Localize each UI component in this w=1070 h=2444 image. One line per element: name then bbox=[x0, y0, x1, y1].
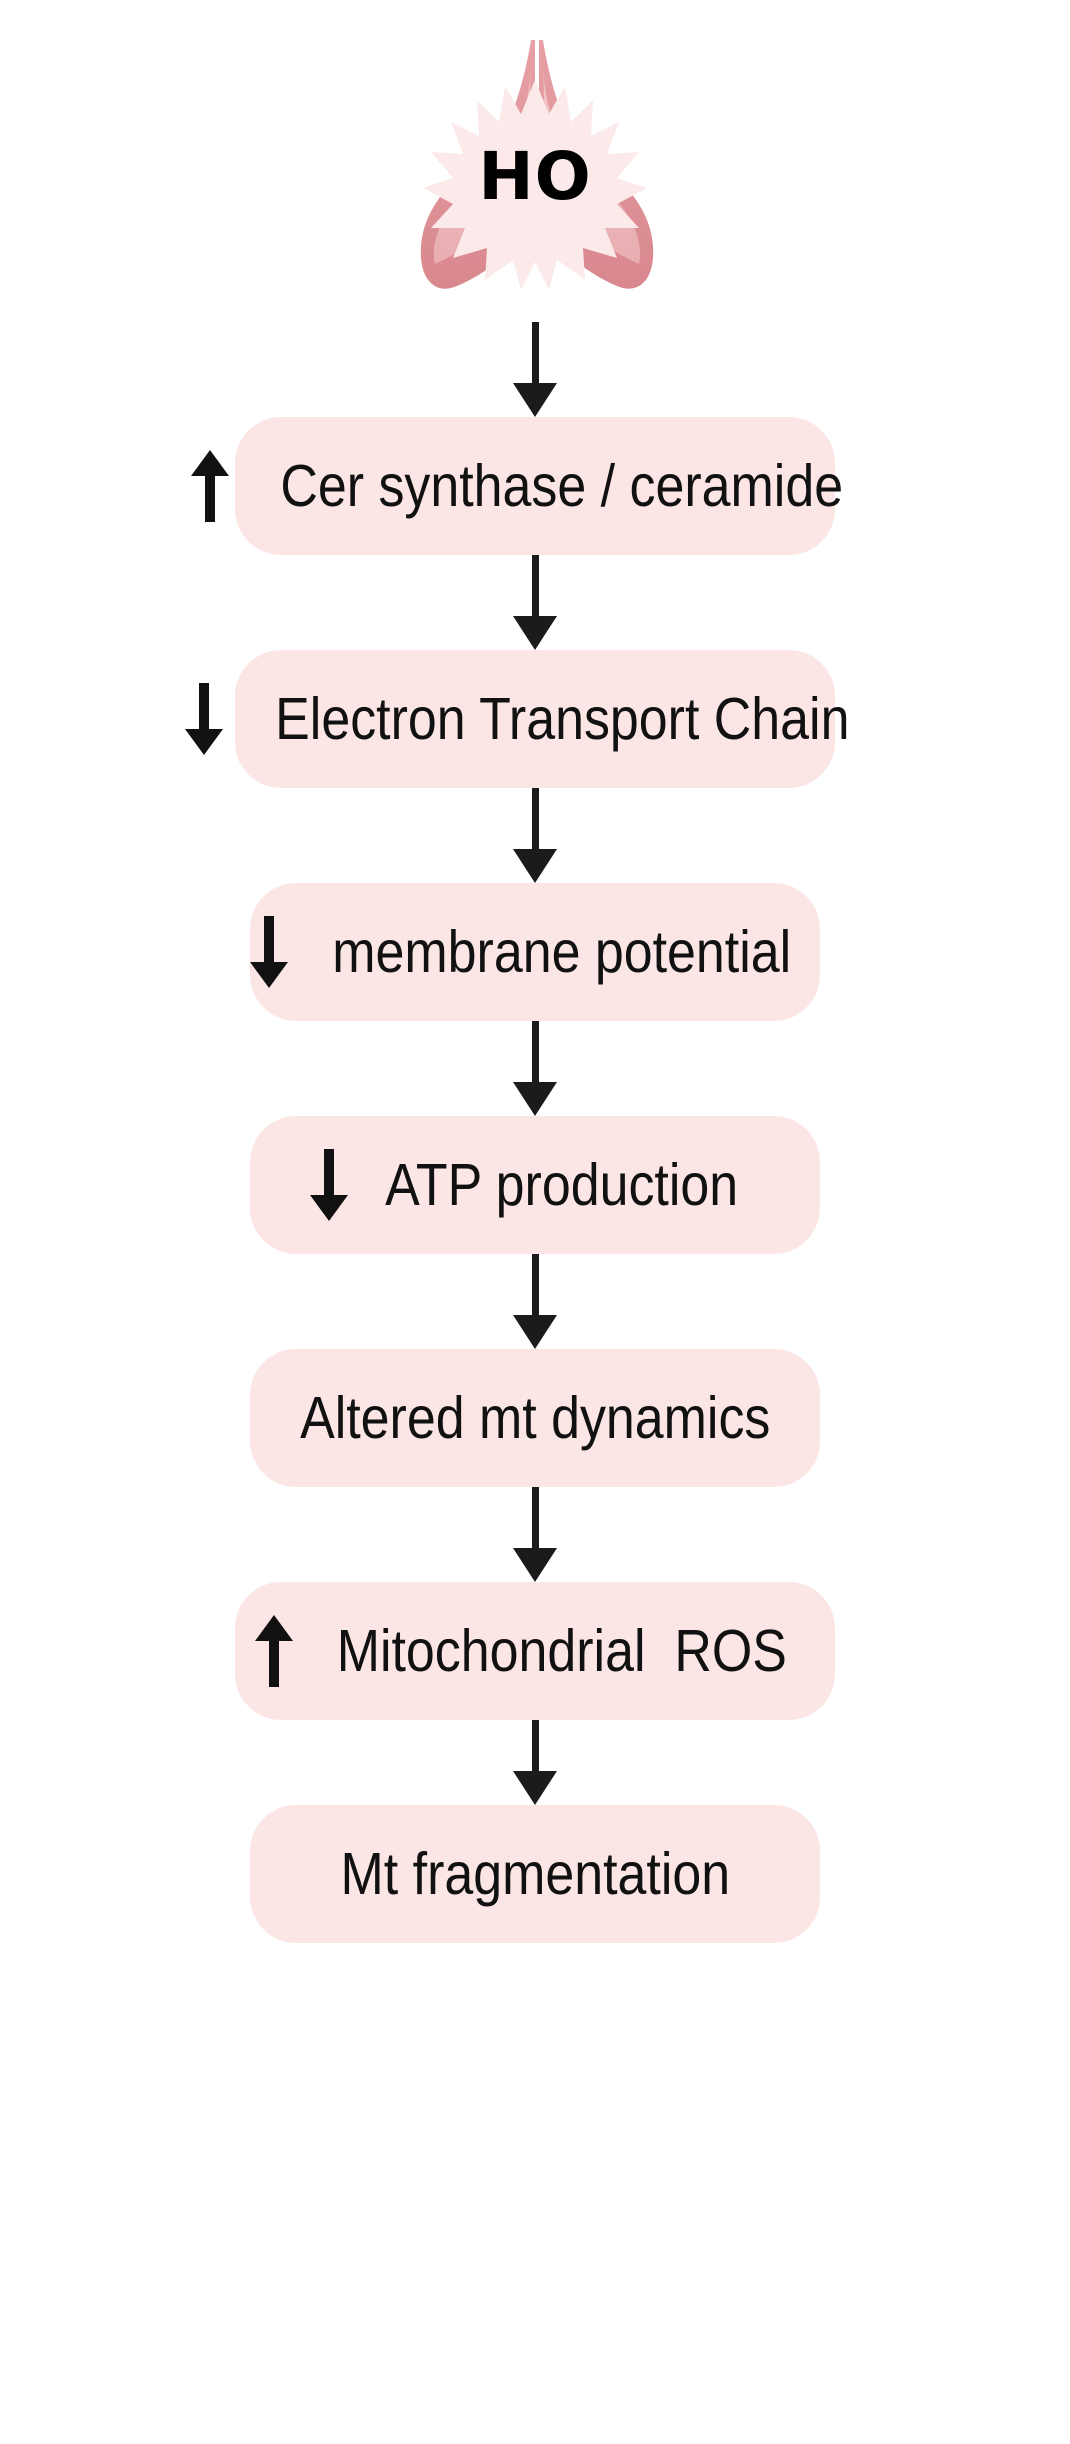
arrow-up-icon bbox=[252, 1615, 296, 1687]
node-label: Mt fragmentation bbox=[340, 1840, 730, 1907]
burst-label: HO bbox=[478, 138, 592, 215]
connector-arrow bbox=[505, 322, 565, 417]
node-label: membrane potential bbox=[332, 918, 792, 985]
node-mt-fragmentation[interactable]: Mt fragmentation bbox=[250, 1805, 820, 1943]
arrow-down-icon bbox=[247, 916, 291, 988]
connector-arrow bbox=[505, 788, 565, 883]
node-label: Electron Transport Chain bbox=[274, 685, 850, 752]
node-label: Altered mt dynamics bbox=[299, 1384, 771, 1451]
node-label: ATP production bbox=[385, 1151, 739, 1218]
connector-arrow bbox=[505, 1254, 565, 1349]
arrow-down-icon bbox=[307, 1149, 351, 1221]
connector-arrow bbox=[505, 555, 565, 650]
node-cer-synthase[interactable]: Cer synthase / ceramide bbox=[191, 417, 843, 555]
arrow-up-icon bbox=[188, 450, 232, 522]
node-label: Mitochondrial ROS bbox=[336, 1617, 788, 1684]
node-mitochondrial-ros[interactable]: Mitochondrial ROS bbox=[235, 1582, 835, 1720]
connector-arrow bbox=[505, 1487, 565, 1582]
lung-icon bbox=[420, 40, 654, 290]
connector-arrow bbox=[505, 1021, 565, 1116]
node-altered-mt-dynamics[interactable]: Altered mt dynamics bbox=[250, 1349, 820, 1487]
node-electron-transport-chain[interactable]: Electron Transport Chain bbox=[184, 650, 849, 788]
starburst-icon bbox=[423, 80, 647, 290]
node-atp-production[interactable]: ATP production bbox=[250, 1116, 820, 1254]
arrow-down-icon bbox=[182, 683, 226, 755]
connector-arrow bbox=[505, 1720, 565, 1805]
node-label: Cer synthase / ceramide bbox=[280, 452, 844, 519]
lung-source-node: HO bbox=[335, 22, 735, 322]
node-membrane-potential[interactable]: membrane potential bbox=[250, 883, 820, 1021]
